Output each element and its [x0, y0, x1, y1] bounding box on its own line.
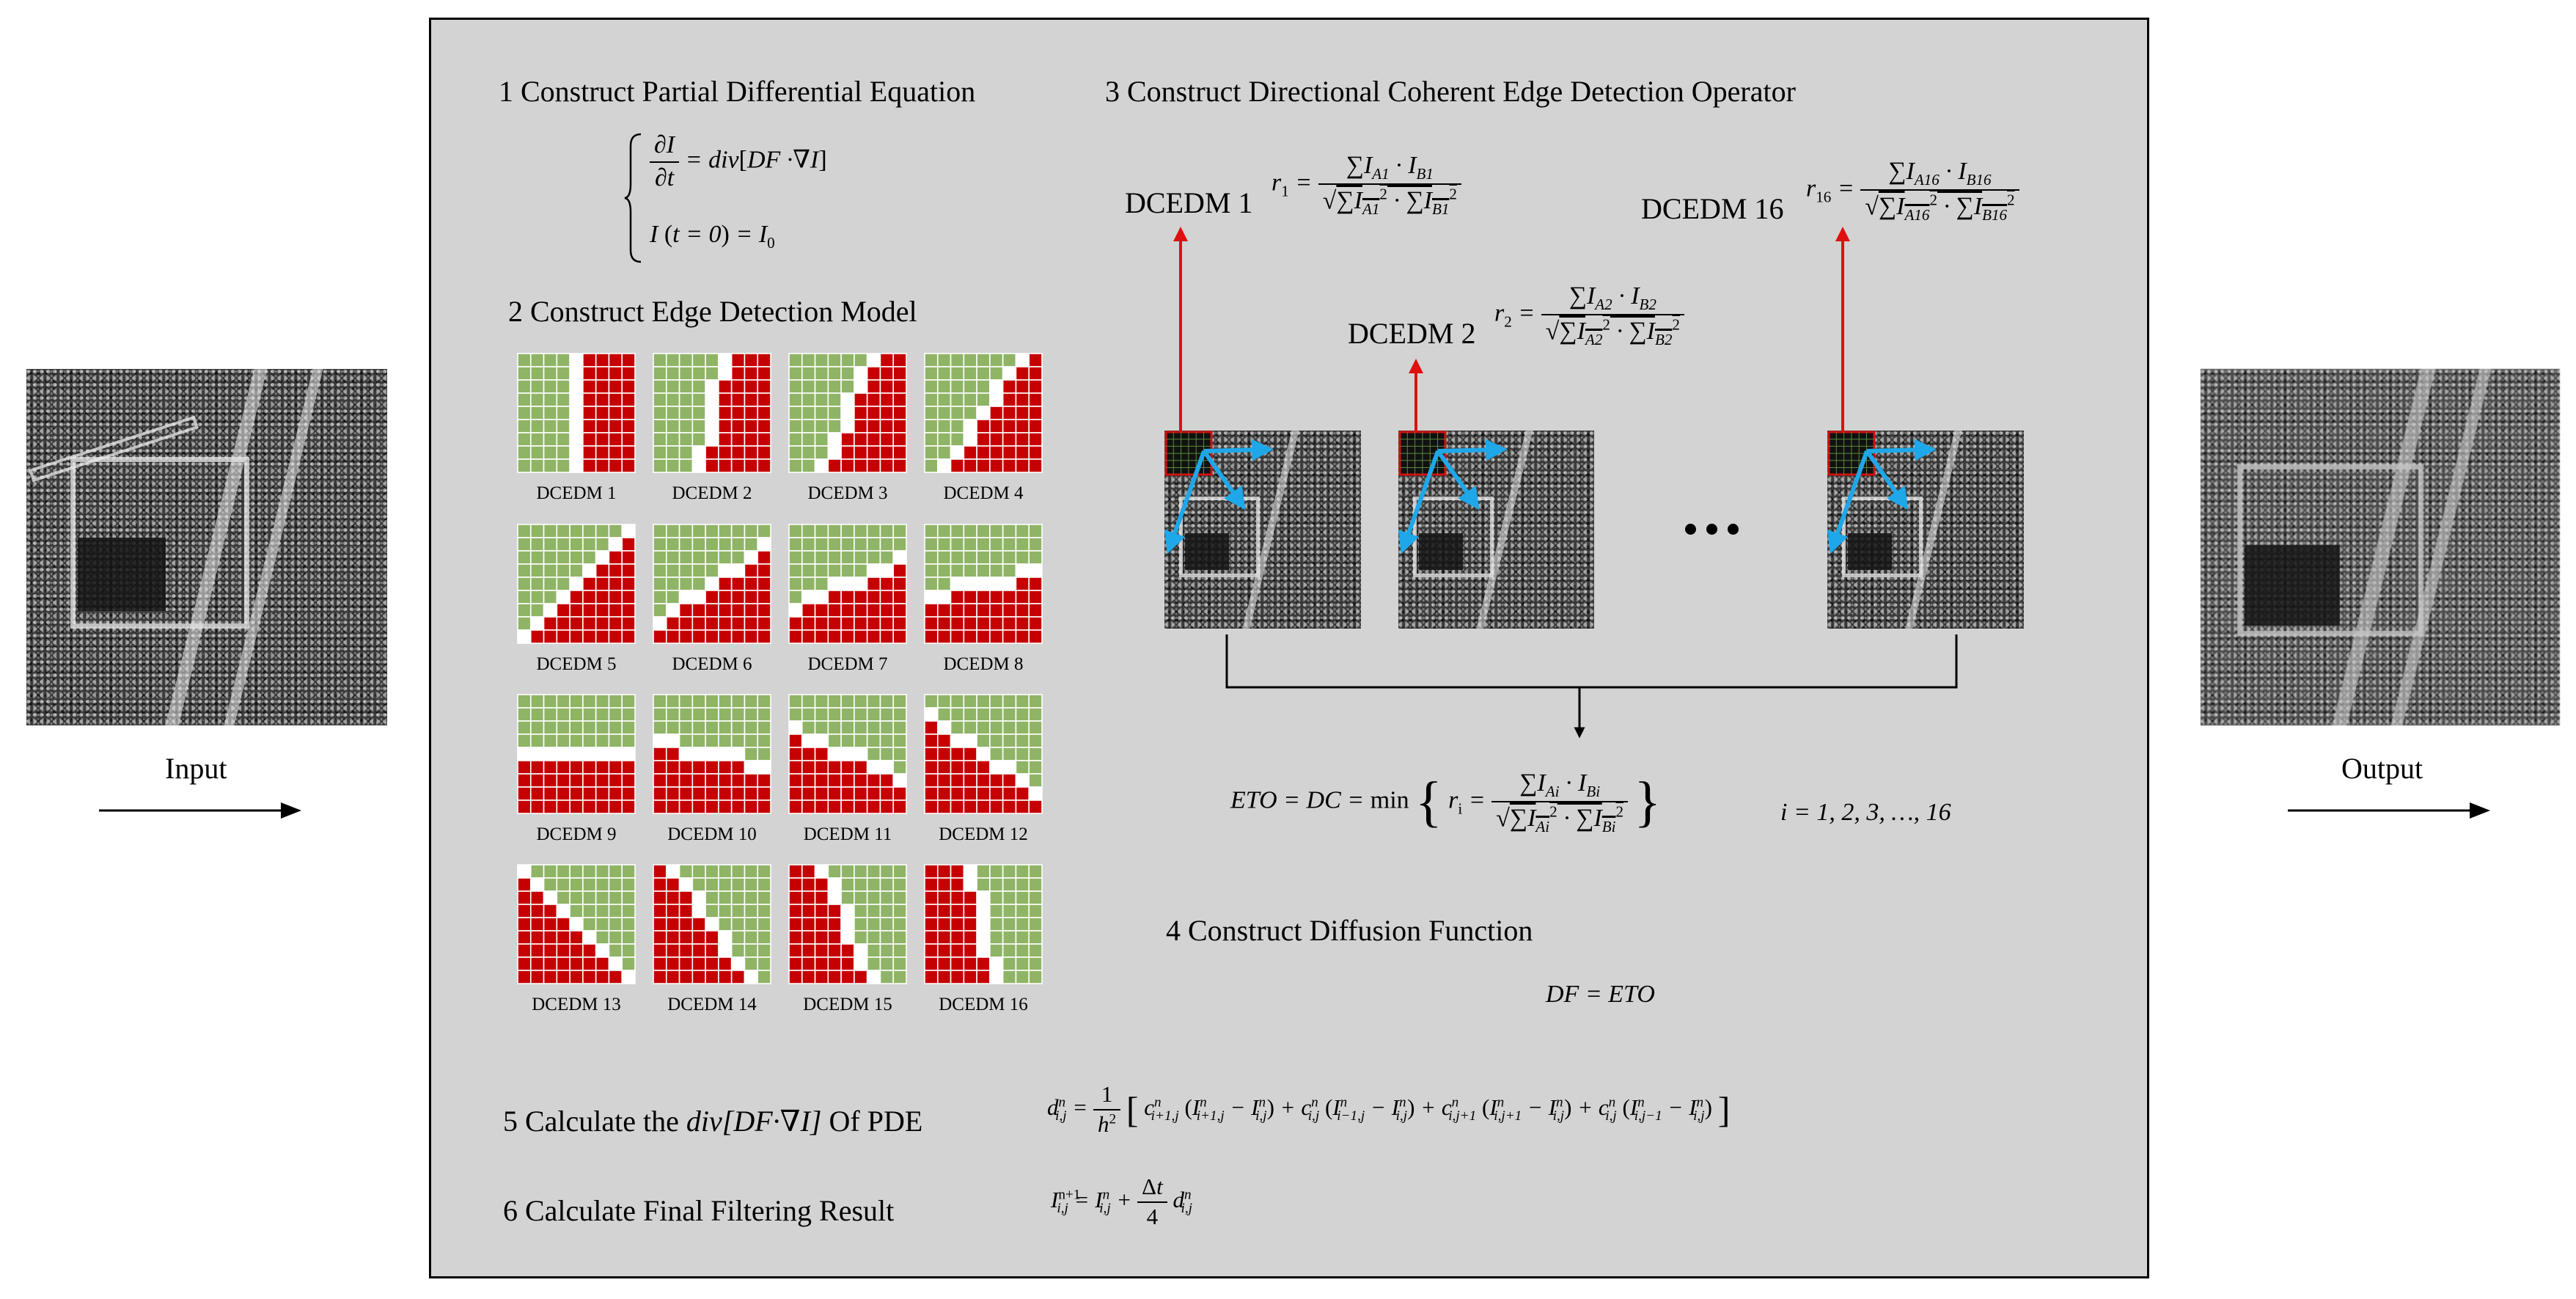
detector2-label: DCEDM 2: [1348, 317, 1476, 350]
r2-formula: r2 = ∑IA2 · IB2√∑IA22 · ∑IB22: [1494, 281, 1684, 350]
dot-icon: [1728, 524, 1739, 535]
output-label: Output: [2341, 752, 2423, 785]
step3-title: 3 Construct Directional Coherent Edge De…: [1105, 75, 1796, 108]
edge-model-13: DCEDM 13: [517, 864, 636, 1014]
edge-model-label: DCEDM 16: [939, 995, 1028, 1014]
edge-model-label: DCEDM 1: [536, 483, 616, 503]
edge-model-label: DCEDM 4: [943, 483, 1024, 503]
edge-model-16: DCEDM 16: [924, 864, 1043, 1014]
eto-formula: ETO = DC = min { ri = ∑IAi · IBi√∑IAi2 ·…: [1230, 769, 1662, 836]
step6-title: 6 Calculate Final Filtering Result: [503, 1194, 895, 1227]
diffusion-function: DF = ETO: [1546, 981, 1655, 1008]
edge-model-1: DCEDM 1: [517, 353, 636, 503]
edge-model-4: DCEDM 4: [924, 353, 1043, 503]
dot-icon: [1685, 524, 1696, 535]
edge-model-14: DCEDM 14: [653, 864, 771, 1014]
step5-formula: div[DF·∇I]: [686, 1105, 822, 1138]
brace-icon: [624, 133, 642, 263]
output-arrow: [2288, 802, 2490, 819]
dot-icon: [1706, 524, 1717, 535]
detector1-label: DCEDM 1: [1125, 186, 1253, 219]
edge-model-label: DCEDM 8: [943, 654, 1023, 674]
edge-model-9: DCEDM 9: [517, 694, 636, 844]
input-arrow: [99, 802, 301, 819]
step4-title: 4 Construct Diffusion Function: [1166, 914, 1533, 947]
edge-model-label: DCEDM 6: [672, 654, 752, 674]
edge-model-label: DCEDM 5: [536, 654, 616, 674]
step5-title: 5 Calculate the div[DF·∇I] Of PDE: [503, 1104, 922, 1138]
edge-model-7: DCEDM 7: [788, 524, 907, 674]
merge-connector: [1225, 634, 1958, 739]
input-label: Input: [165, 752, 227, 785]
edge-model-label: DCEDM 12: [939, 824, 1028, 844]
edge-model-11: DCEDM 11: [788, 694, 907, 844]
process-panel: 1 Construct Partial Differential Equatio…: [429, 18, 2149, 1278]
edge-model-label: DCEDM 9: [536, 824, 616, 844]
step5-prefix: 5 Calculate the: [503, 1105, 679, 1138]
edge-model-10: DCEDM 10: [653, 694, 771, 844]
edge-model-label: DCEDM 10: [667, 824, 757, 844]
direction-arrows-2: [1398, 439, 1508, 555]
step2-title: 2 Construct Edge Detection Model: [508, 295, 917, 328]
r16-formula: r16 = ∑IA16 · IB16√∑IA162 · ∑IB162: [1806, 156, 2019, 225]
index-range: i = 1, 2, 3, …, 16: [1780, 799, 1951, 826]
step5-suffix: Of PDE: [829, 1105, 923, 1138]
edge-model-label: DCEDM 11: [804, 824, 892, 844]
edge-model-label: DCEDM 3: [807, 483, 887, 503]
sar-thumb-1: [1164, 431, 1361, 629]
edge-model-2: DCEDM 2: [653, 353, 771, 503]
operator-arrows: [1164, 227, 1958, 739]
edge-model-label: DCEDM 7: [807, 654, 887, 674]
detector16-label: DCEDM 16: [1641, 192, 1784, 225]
output-image: [2201, 369, 2560, 725]
input-image: [26, 369, 387, 725]
edge-model-label: DCEDM 2: [672, 483, 752, 503]
edge-model-6: DCEDM 6: [653, 524, 771, 674]
direction-arrows-1: [1164, 439, 1274, 555]
edge-model-label: DCEDM 13: [532, 995, 621, 1014]
edge-model-grids: DCEDM 1 DCEDM 2 DCEDM 3 DCEDM 4 DCEDM 5 DCEDM…: [517, 353, 1043, 1014]
direction-arrows-16: [1827, 439, 1937, 555]
edge-model-3: DCEDM 3: [788, 353, 907, 503]
edge-model-label: DCEDM 14: [667, 995, 757, 1014]
edge-model-label: DCEDM 15: [803, 995, 892, 1014]
edge-model-8: DCEDM 8: [924, 524, 1043, 674]
edge-model-12: DCEDM 12: [924, 694, 1043, 844]
r1-formula: r1 = ∑IA1 · IB1√∑IA12 · ∑IB12: [1272, 150, 1461, 219]
edge-model-15: DCEDM 15: [788, 864, 907, 1014]
step1-title: 1 Construct Partial Differential Equatio…: [499, 75, 976, 108]
ellipsis-dots: [1685, 524, 1749, 538]
edge-model-5: DCEDM 5: [517, 524, 636, 674]
